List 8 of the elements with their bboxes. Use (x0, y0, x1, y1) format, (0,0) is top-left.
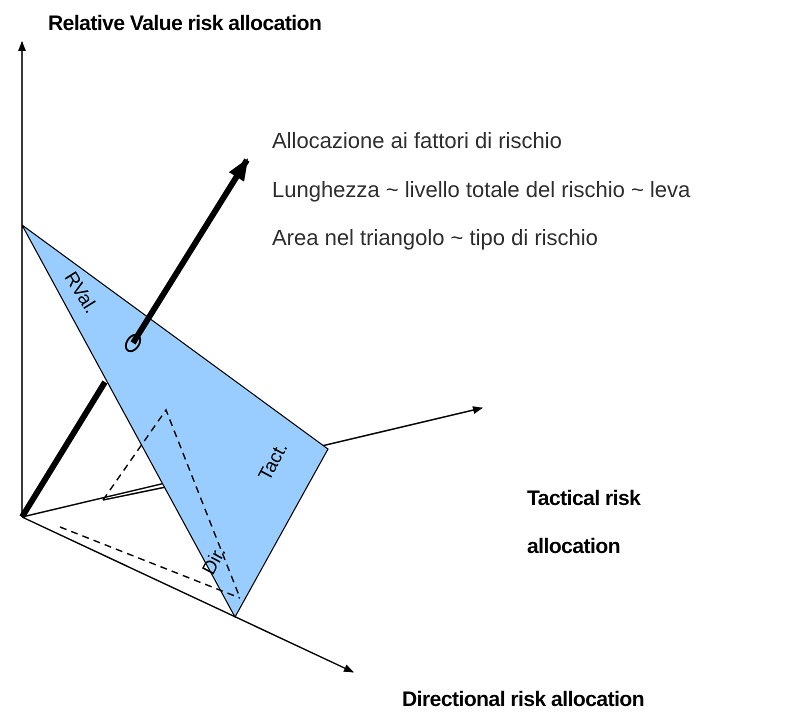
axis-title: Relative Value risk allocation (48, 12, 322, 36)
side-label: Tact. (254, 439, 294, 485)
note-text: Lunghezza ~ livello totale del rischio ~ leva (272, 177, 690, 203)
side-label: Dir. (198, 543, 232, 579)
note-text: Allocazione ai fattori di rischio (272, 128, 562, 154)
note-text: Area nel triangolo ~ tipo di rischio (272, 225, 598, 251)
axis-title: Directional risk allocation (402, 688, 644, 712)
axis-title: Tactical risk allocation (527, 486, 642, 560)
